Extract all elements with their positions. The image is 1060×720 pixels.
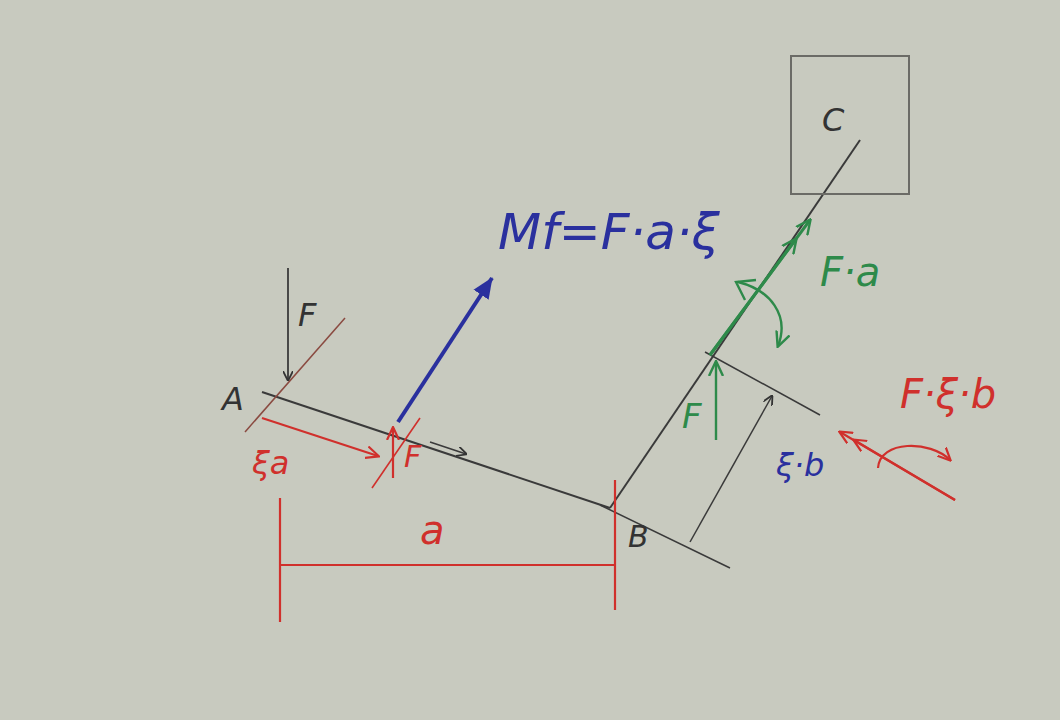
moment-label: F·a	[820, 250, 880, 294]
moment-vector	[710, 220, 810, 355]
dimension-label: ξ·b	[776, 448, 824, 483]
moment-curl	[738, 282, 782, 346]
support-box: C	[790, 55, 910, 195]
point-label: B	[628, 520, 649, 553]
moment-curl-head	[736, 280, 756, 300]
dimension-tick	[279, 498, 281, 622]
member-bc	[610, 140, 860, 508]
dimension-tick	[614, 480, 616, 610]
force-arrow	[715, 362, 717, 440]
moment-vector	[840, 432, 955, 500]
force-arrow	[392, 428, 394, 478]
moment-formula: Mf=F·a·ξ	[498, 205, 720, 260]
force-label: F	[298, 298, 316, 333]
extension-line	[600, 505, 730, 568]
moment-label: F·ξ·b	[900, 372, 996, 416]
dimension-label: a	[420, 508, 445, 552]
position-label: ξa	[252, 446, 289, 481]
green-marks	[710, 220, 810, 440]
force-arrow	[287, 268, 289, 380]
section-tick	[245, 318, 345, 432]
force-label: F	[682, 398, 702, 435]
moment-vector	[398, 278, 492, 422]
direction-arrow	[430, 442, 466, 454]
dimension-line	[280, 564, 615, 566]
node-text: C	[822, 103, 908, 138]
member-ab	[262, 392, 610, 508]
extension-line	[705, 352, 820, 415]
moment-vector	[854, 440, 955, 500]
red-marks	[262, 418, 955, 622]
moment-curl	[878, 446, 950, 468]
moment-vector	[710, 239, 796, 355]
force-label: F	[404, 440, 421, 473]
structure	[245, 140, 860, 568]
point-label: A	[222, 382, 244, 417]
blue-marks	[398, 278, 492, 422]
dimension-line	[690, 396, 772, 542]
